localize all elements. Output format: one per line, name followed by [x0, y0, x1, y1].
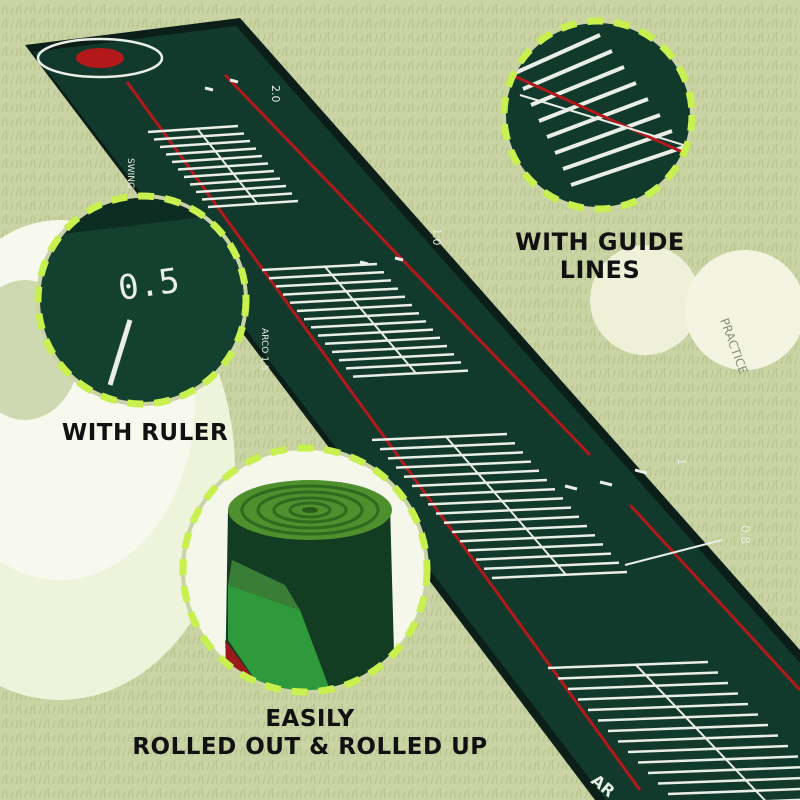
ruler-tick	[587, 702, 749, 712]
ruler-tick	[427, 497, 564, 506]
ruler-tick	[577, 692, 739, 701]
ruler-tick	[617, 734, 779, 743]
ruler-tick	[282, 287, 399, 296]
ruler-tick	[451, 524, 588, 534]
ruler-tick	[379, 441, 516, 451]
ruler-tick	[570, 145, 685, 187]
ruler-tick	[547, 660, 709, 670]
caption-ruler: WITH RULER	[30, 419, 260, 447]
ruler-tick	[435, 506, 572, 515]
caption-rolled-mat: EASILY ROLLED OUT & ROLLED UP	[100, 705, 520, 761]
caption-guide-line-1: WITH GUIDE	[515, 228, 685, 256]
ruler-tick	[177, 162, 269, 171]
caption-roll-line-2: ROLLED OUT & ROLLED UP	[132, 734, 488, 760]
ruler-tick	[196, 128, 259, 205]
mat-label-far: 2.0	[269, 85, 282, 103]
hole-target-icon	[76, 48, 124, 68]
ruler-tick	[419, 487, 556, 497]
caption-guide-lines: WITH GUIDE LINES	[490, 228, 710, 284]
ruler-tick	[514, 33, 601, 75]
ruler-tick	[310, 320, 427, 329]
ruler-tick	[597, 713, 759, 722]
ruler-tick	[443, 515, 580, 525]
ruler-tick	[303, 311, 420, 321]
caption-roll-line-1: EASILY	[265, 706, 355, 732]
mat-label-near: 0.8	[738, 525, 752, 544]
ruler-tick	[268, 270, 385, 280]
ruler-tick	[201, 192, 293, 201]
ruler-tick	[147, 124, 239, 134]
mat-ruler-ticks	[147, 124, 800, 800]
guide-line-right	[628, 503, 800, 692]
ruler-tick	[403, 469, 540, 479]
hole-target-ring	[36, 37, 164, 79]
ruler-tick	[289, 295, 406, 305]
ruler-tick	[324, 336, 441, 346]
mat-side-label-top: SWING	[125, 158, 135, 189]
ruler-tick	[459, 533, 596, 543]
callout-ruler: 0.5	[34, 192, 250, 408]
ruler-tick	[647, 766, 800, 775]
ruler-tick	[324, 266, 418, 375]
ruler-tick	[667, 787, 800, 796]
ruler-tick	[475, 552, 612, 561]
ruler-tick	[159, 139, 251, 149]
mat-dashes	[204, 78, 648, 491]
ruler-tick	[411, 478, 548, 488]
ruler-tick	[445, 436, 568, 576]
ruler-tick	[195, 184, 287, 194]
ruler-zoom-label: 0.5	[116, 261, 182, 309]
callout-rolled-mat	[179, 444, 431, 696]
caption-guide-line-2: LINES	[559, 256, 641, 284]
ruler-tick	[261, 262, 378, 272]
ruler-tick	[171, 154, 263, 164]
ruler-tick	[637, 755, 799, 764]
ruler-tick	[657, 776, 800, 785]
ruler-tick	[557, 671, 719, 680]
ruler-tick	[296, 303, 413, 313]
ruler-tick	[207, 199, 299, 209]
mat-label-tick: 1	[675, 458, 688, 465]
ruler-tick	[491, 570, 628, 580]
guide-lines-zoom	[506, 23, 690, 207]
ruler-tick	[387, 451, 524, 460]
ruler-tick	[189, 177, 281, 186]
mat-label-mid: 1.0	[430, 228, 443, 246]
guide-line-center	[223, 73, 592, 457]
ruler-tick	[467, 543, 604, 552]
rolled-mat-zoom	[185, 450, 425, 690]
ruler-tick	[371, 432, 508, 442]
ruler-tick	[522, 49, 613, 91]
callout-guide-lines	[500, 17, 696, 213]
ruler-tick	[530, 65, 625, 107]
ruler-tick	[345, 361, 462, 370]
ruler-tick	[635, 664, 766, 800]
golf-balls: PRACTICE	[590, 245, 800, 376]
ruler-tick	[483, 561, 620, 571]
mat-side-label-mid: ARCO 1.5	[259, 328, 269, 371]
ruler-tick	[562, 129, 673, 171]
distance-marker-far	[624, 539, 723, 566]
ruler-tick	[607, 723, 769, 733]
ruler-tick	[153, 132, 245, 141]
ruler-tick	[165, 147, 257, 156]
ruler-tick	[538, 81, 637, 123]
caption-ruler-line-1: WITH RULER	[61, 420, 229, 446]
ruler-tick	[554, 113, 661, 155]
ruler-zoom: 0.5	[40, 198, 244, 402]
ruler-tick	[567, 681, 729, 691]
ruler-tick	[275, 279, 392, 288]
ruler-tick	[331, 344, 448, 354]
ruler-tick	[317, 328, 434, 337]
ruler-tick	[395, 460, 532, 469]
ruler-tick	[338, 352, 455, 362]
putting-mat: 2.0 1.0 1 0.8 SWING ARCO 1.5 AR	[25, 18, 800, 800]
ruler-tick	[183, 169, 275, 179]
ruler-tick	[352, 369, 469, 378]
ruler-tick	[627, 744, 789, 754]
